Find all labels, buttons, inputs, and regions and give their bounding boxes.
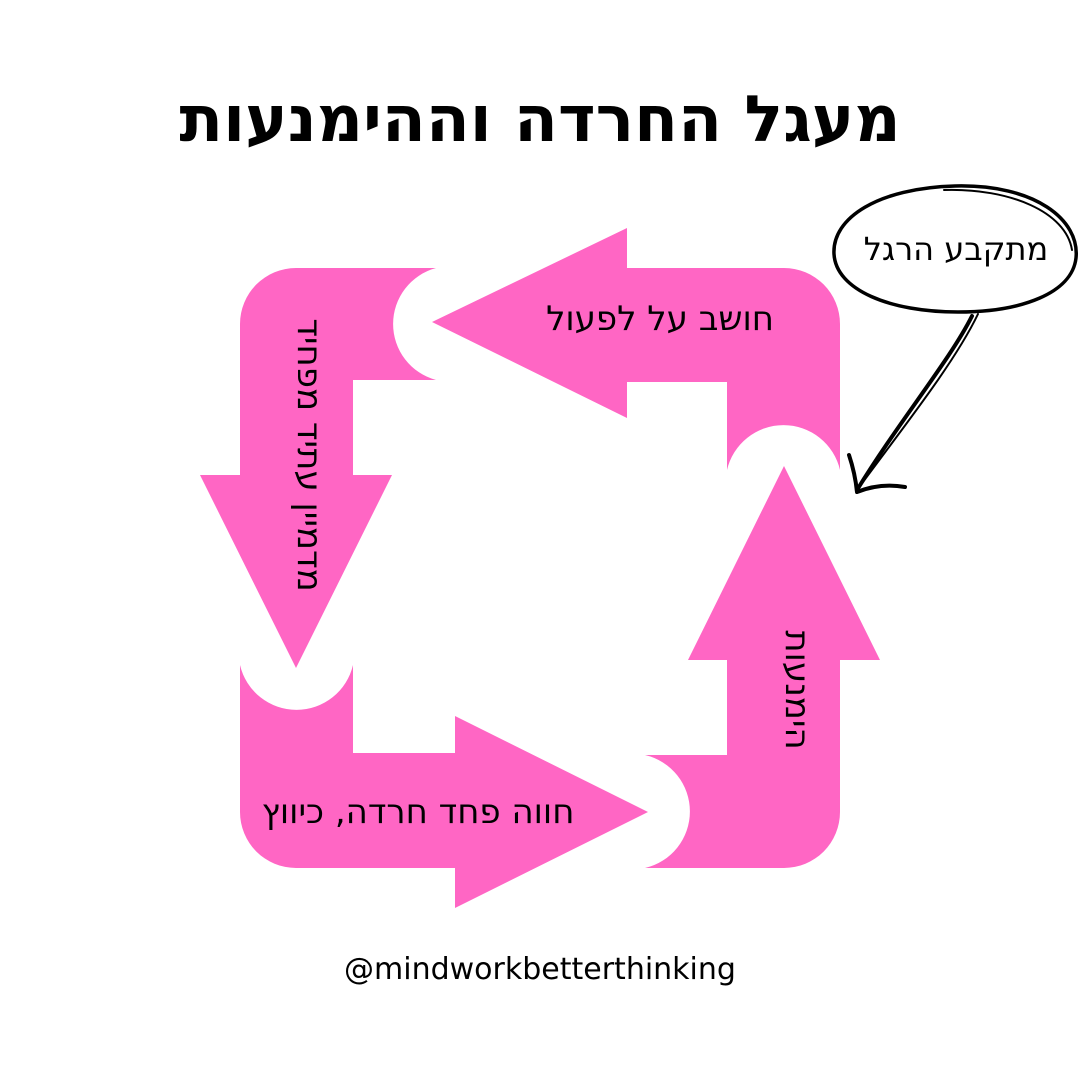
callout-pointer-line-sketch <box>859 313 979 487</box>
cycle-step-bottom-label: חווה פחד חרדה, כיווץ <box>262 792 575 832</box>
page-title: מעגל החרדה וההימנעות <box>179 83 901 157</box>
cycle-arrow-bottom <box>240 665 648 908</box>
callout-bubble-sketch <box>943 188 1073 251</box>
cycle-step-left-label: מדמיין עתיד מפחיד <box>289 318 329 591</box>
cycle-arrow-top <box>432 228 840 470</box>
social-handle: @mindworkbetterthinking <box>344 952 736 987</box>
callout-bubble <box>832 184 1078 314</box>
cycle-step-top-label: חושב על לפעול <box>546 299 774 339</box>
cycle-step-right-label: הימנעות <box>777 630 817 749</box>
callout-pointer-line <box>855 314 974 492</box>
cycle-arrow-right <box>645 466 880 868</box>
callout-pointer-arrowhead <box>847 453 907 494</box>
cycle-arrow-left <box>200 268 436 668</box>
callout-label: מתקבע הרגל <box>864 230 1049 268</box>
